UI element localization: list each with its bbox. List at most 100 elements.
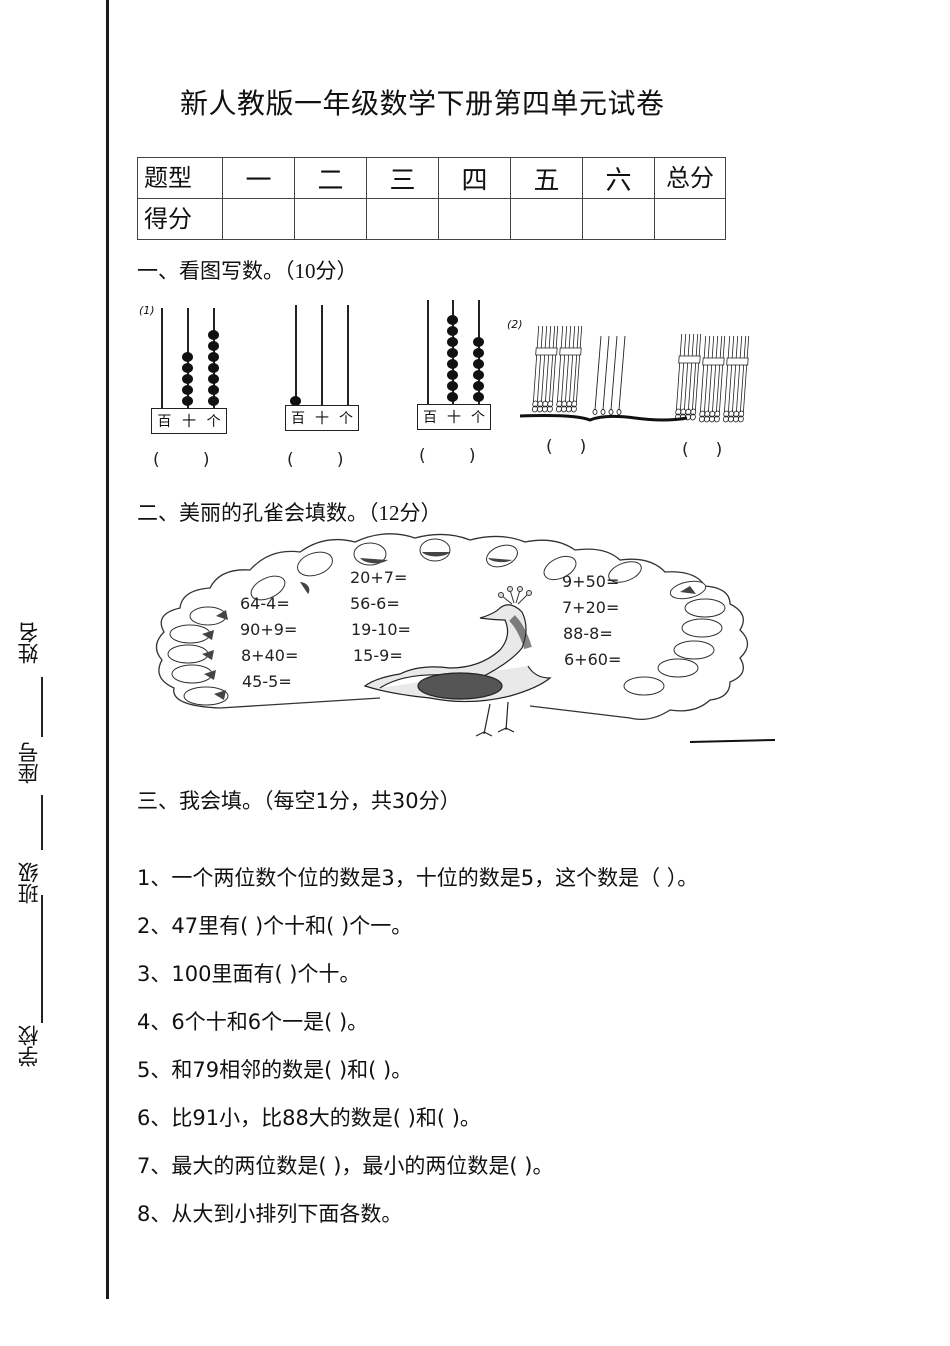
col-3: 三 (366, 157, 439, 199)
counting-sticks-image (519, 321, 751, 423)
equation: 20+7= (350, 568, 408, 587)
section3-points: （每空1分，共30分） (263, 789, 461, 813)
bead-icon (182, 374, 193, 384)
bead-icon (447, 326, 458, 336)
equation: 6+60= (564, 650, 622, 669)
question-3: 3、100里面有( )个十。 (137, 962, 361, 986)
section2-points: （12分） (368, 501, 442, 525)
abacus-1: 百 十 个 (151, 308, 229, 438)
tens-label: 十 (181, 414, 196, 430)
sticks-2-answer[interactable]: ( ) (682, 440, 723, 460)
score-label: 得分 (137, 198, 223, 240)
question-4: 4、6个十和6个一是( )。 (137, 1010, 369, 1034)
school-blank[interactable] (41, 895, 43, 1023)
abacus-3: 百 十 个 (417, 300, 495, 435)
question-6: 6、比91小，比88大的数是( )和( )。 (137, 1106, 481, 1130)
equation: 19-10= (351, 620, 411, 639)
question-8: 8、从大到小排列下面各数。 (137, 1202, 403, 1226)
bead-icon (182, 385, 193, 395)
score-cell-total[interactable] (654, 198, 726, 240)
section3-title: 三、我会填。 (137, 789, 263, 813)
bead-icon (473, 392, 484, 402)
ones-label: 个 (206, 414, 221, 430)
bead-icon (447, 337, 458, 347)
equation: 8+40= (241, 646, 299, 665)
equation: 64-4= (240, 594, 290, 613)
hundreds-label: 百 (157, 414, 172, 430)
bead-icon (447, 359, 458, 369)
col-5: 五 (510, 157, 583, 199)
part1-marker: (1) (139, 304, 155, 317)
bead-icon (208, 374, 219, 384)
ones-label: 个 (339, 411, 353, 427)
score-cell-3[interactable] (366, 198, 439, 240)
abacus-2-answer[interactable]: ( ) (287, 450, 344, 470)
hundreds-rod (295, 305, 297, 405)
sticks-1-answer[interactable]: ( ) (546, 437, 587, 457)
hundreds-rod (161, 308, 163, 408)
question-type-label: 题型 (137, 157, 223, 199)
seat-blank[interactable] (41, 677, 43, 737)
page-title: 新人教版一年级数学下册第四单元试卷 (180, 87, 665, 120)
abacus-2: 百 十 个 (285, 305, 363, 435)
hundreds-rod (427, 300, 429, 404)
col-2: 二 (294, 157, 367, 199)
score-cell-2[interactable] (294, 198, 367, 240)
equation: 7+20= (562, 598, 620, 617)
school-label: 学校 (17, 1025, 41, 1067)
bead-icon (208, 363, 219, 373)
abacus-base: 百 十 个 (151, 408, 227, 434)
score-cell-4[interactable] (438, 198, 511, 240)
bead-icon (447, 392, 458, 402)
ones-rod (347, 305, 349, 405)
question-7: 7、最大的两位数是( )，最小的两位数是( )。 (137, 1154, 554, 1178)
score-cell-5[interactable] (510, 198, 583, 240)
bead-icon (182, 363, 193, 373)
col-6: 六 (582, 157, 655, 199)
abacus-3-answer[interactable]: ( ) (419, 446, 476, 466)
section2-title: 二、美丽的孔雀会填数。 (137, 501, 368, 525)
equation: 9+50= (562, 572, 620, 591)
bead-icon (208, 341, 219, 351)
bead-icon (208, 396, 219, 406)
bead-icon (447, 348, 458, 358)
abacus-1-answer[interactable]: ( ) (153, 450, 210, 470)
equation: 45-5= (242, 672, 292, 691)
abacus-base: 百 十 个 (285, 405, 359, 431)
bead-icon (208, 385, 219, 395)
part2-marker: (2) (507, 318, 523, 331)
hundreds-label: 百 (291, 411, 305, 427)
bead-icon (182, 352, 193, 362)
equation: 56-6= (350, 594, 400, 613)
bead-icon (208, 352, 219, 362)
score-cell-6[interactable] (582, 198, 655, 240)
bead-icon (447, 381, 458, 391)
equation: 88-8= (563, 624, 613, 643)
bead-icon (447, 370, 458, 380)
bead-icon (473, 381, 484, 391)
bead-icon (473, 337, 484, 347)
bead-icon (473, 359, 484, 369)
score-table: 题型 一 二 三 四 五 六 总分 得分 (137, 157, 726, 240)
bead-icon (447, 315, 458, 325)
col-4: 四 (438, 157, 511, 199)
tens-label: 十 (447, 410, 461, 426)
peacock-image (155, 533, 776, 743)
bead-icon (473, 348, 484, 358)
bead-icon (290, 396, 301, 406)
hundreds-label: 百 (423, 410, 437, 426)
section1-heading: 一、看图写数。（10分） (137, 255, 358, 285)
class-label: 班级 (17, 862, 41, 904)
equation: 15-9= (353, 646, 403, 665)
seat-label: 座号 (17, 742, 41, 784)
equation: 90+9= (240, 620, 298, 639)
bead-icon (473, 370, 484, 380)
class-blank[interactable] (41, 795, 43, 850)
bead-icon (182, 396, 193, 406)
score-cell-1[interactable] (222, 198, 295, 240)
binding-line (106, 0, 109, 1299)
score-table-header-row: 题型 一 二 三 四 五 六 总分 (137, 157, 726, 199)
abacus-base: 百 十 个 (417, 404, 491, 430)
question-5: 5、和79相邻的数是( )和( )。 (137, 1058, 413, 1082)
section2-heading: 二、美丽的孔雀会填数。（12分） (137, 497, 442, 527)
